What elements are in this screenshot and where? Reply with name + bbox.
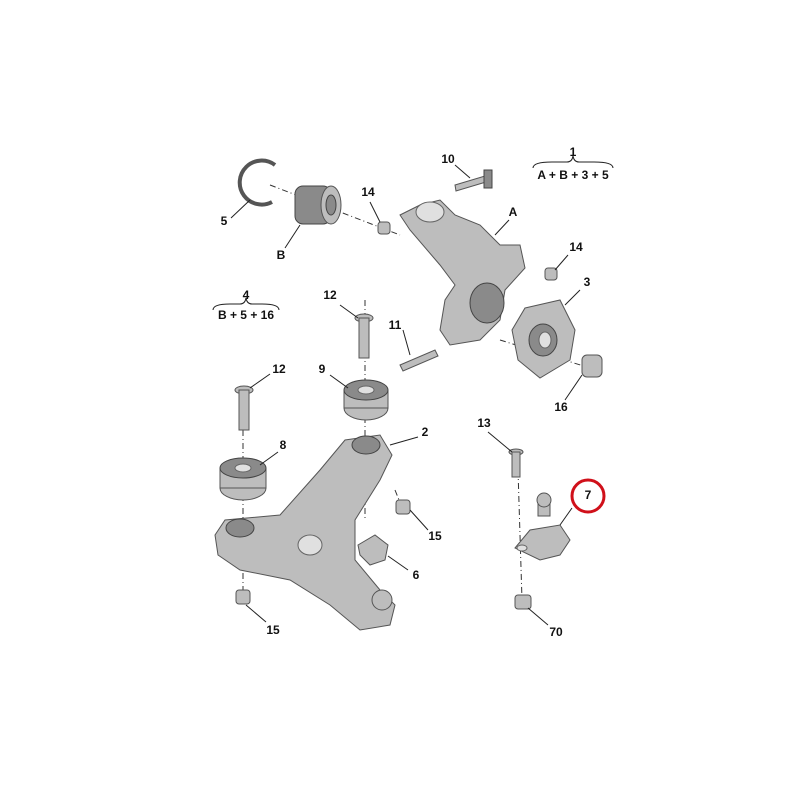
nut-part [377,221,391,235]
axis-line [517,469,523,601]
nut-part [235,589,251,605]
ball-joint-part [514,492,571,561]
label-5: 5 [221,214,228,228]
label-14: 14 [361,185,375,199]
knuckle-hub-bore [469,282,505,324]
label-16: 16 [554,400,568,414]
nut-part [514,594,532,610]
steering-knuckle-part [399,199,526,346]
label-9: 9 [319,362,326,376]
bushing-part [343,379,389,421]
label-1: 1 [570,145,577,159]
bolt-part [354,313,374,359]
clip-part [357,534,389,566]
label-10: 10 [441,152,455,166]
wheel-hub-part [511,299,576,379]
bolt-part [508,448,524,478]
label-A: A [509,205,518,219]
label-4: 4 [243,288,250,302]
bolt-part [399,349,439,372]
hub-nut-part [581,354,603,378]
label-6: 6 [413,568,420,582]
bolt-part [454,169,493,192]
brace-1 [532,155,614,169]
leader-lines [230,164,583,626]
nut-part [544,267,558,281]
bushing-part [219,457,267,501]
nut-part [395,499,411,515]
label-8: 8 [280,438,287,452]
label-4-formula: B + 5 + 16 [218,308,274,322]
knuckle-bore [415,201,445,223]
label-B: B [277,248,286,262]
label-70: 70 [549,625,563,639]
label-14: 14 [569,240,583,254]
label-15: 15 [428,529,442,543]
label-2: 2 [422,425,429,439]
label-7: 7 [585,488,592,502]
control-arm-part [214,434,396,631]
label-12: 12 [272,362,286,376]
label-3: 3 [584,275,591,289]
label-15: 15 [266,623,280,637]
circlip-part [237,158,277,207]
label-11: 11 [389,318,402,332]
highlight-circle [570,478,606,514]
wheel-bearing-part [294,185,342,225]
bolt-part [234,385,254,431]
label-13: 13 [477,416,491,430]
label-12: 12 [323,288,337,302]
label-1-formula: A + B + 3 + 5 [537,168,609,182]
brace-4 [212,297,280,311]
